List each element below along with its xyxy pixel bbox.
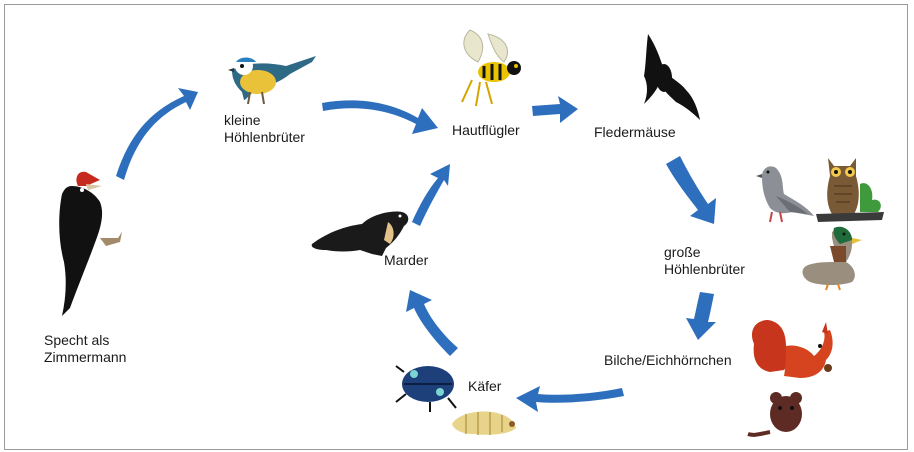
marten-icon bbox=[312, 212, 409, 257]
blue-tit-icon bbox=[228, 56, 316, 104]
woodpecker-icon bbox=[59, 172, 122, 316]
red-squirrel-icon bbox=[752, 320, 833, 378]
dormouse-icon bbox=[748, 392, 802, 435]
pigeon-icon bbox=[756, 166, 814, 222]
node-specht-label: Specht als Zimmermann bbox=[44, 332, 126, 366]
node-bilche-label: Bilche/Eichhörnchen bbox=[604, 352, 732, 369]
node-kleine-label: kleine Höhlenbrüter bbox=[224, 112, 305, 146]
node-kaefer-label: Käfer bbox=[468, 378, 501, 395]
node-grosse-label: große Höhlenbrüter bbox=[664, 244, 745, 278]
owl-icon bbox=[816, 158, 884, 222]
node-marder-label: Marder bbox=[384, 252, 428, 269]
beetle-icon bbox=[396, 366, 456, 412]
node-fledermaeuse-label: Fledermäuse bbox=[594, 124, 676, 141]
node-hautfluegler-label: Hautflügler bbox=[452, 122, 520, 139]
mallard-duck-icon bbox=[803, 227, 862, 290]
larva-icon bbox=[452, 412, 516, 436]
wasp-icon bbox=[462, 30, 521, 106]
bat-icon bbox=[644, 34, 700, 120]
